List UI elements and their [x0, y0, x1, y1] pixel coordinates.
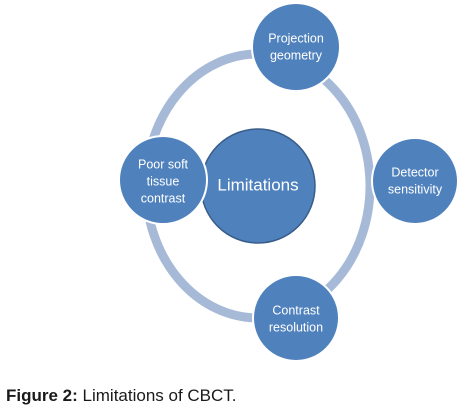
node-poor-soft-tissue-contrast: Poor soft tissue contrast	[118, 135, 208, 225]
node-label-line: Poor soft	[138, 157, 189, 171]
node-contrast-resolution: Contrast resolution	[252, 274, 340, 362]
node-detector-sensitivity: Detector sensitivity	[371, 137, 459, 225]
figure-caption-label: Figure 2:	[6, 386, 78, 405]
node-label-line: Contrast	[272, 303, 320, 317]
limitations-diagram: Limitations Projection geometry Detector…	[118, 2, 459, 362]
node-label-line: Detector	[391, 165, 438, 179]
node-projection-geometry: Projection geometry	[251, 2, 341, 92]
figure-caption: Figure 2: Limitations of CBCT.	[6, 386, 237, 406]
center-node: Limitations	[200, 128, 316, 244]
node-label-line: resolution	[269, 320, 323, 334]
center-label: Limitations	[217, 175, 298, 194]
node-label-line: Projection	[268, 31, 324, 45]
node-label-line: sensitivity	[388, 182, 443, 196]
node-label-line: tissue	[147, 174, 180, 188]
node-label-line: geometry	[270, 48, 323, 62]
figure-caption-text: Limitations of CBCT.	[77, 386, 237, 405]
node-label-line: contrast	[141, 191, 186, 205]
